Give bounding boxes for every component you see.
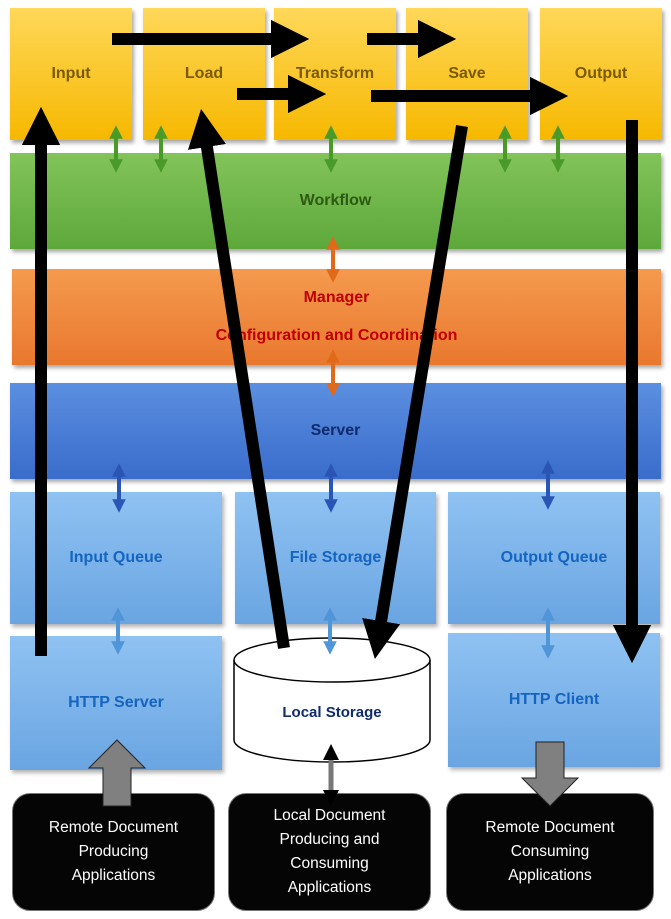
- stage-output-label: Output: [574, 65, 628, 82]
- manager-layer: Manager Configuration and Coordination: [12, 269, 661, 365]
- remote-producing-line-2: Producing: [78, 843, 149, 860]
- stage-save-label: Save: [448, 65, 486, 82]
- service-connectors: [111, 607, 555, 659]
- stage-load-label: Load: [184, 65, 224, 82]
- stage-save: Save: [406, 8, 528, 140]
- local-storage-label: Local Storage: [282, 704, 382, 721]
- local-storage-cylinder: [233, 637, 431, 763]
- remote-consuming-line-1: Remote Document: [485, 819, 615, 836]
- http-client-label: HTTP Client: [508, 691, 600, 708]
- remote-consuming-apps: Remote Document Consuming Applications: [446, 793, 654, 911]
- output-queue-box: Output Queue: [448, 492, 660, 624]
- stage-output: Output: [540, 8, 662, 140]
- local-line-3: Consuming: [290, 855, 369, 872]
- local-line-2: Producing and: [279, 831, 380, 848]
- file-storage-label: File Storage: [289, 549, 382, 566]
- local-apps: Local Document Producing and Consuming A…: [228, 793, 431, 911]
- data-flow-arrows: [21, 19, 652, 664]
- manager-title: Manager: [303, 289, 370, 306]
- remote-producing-apps: Remote Document Producing Applications: [12, 793, 215, 911]
- remote-consuming-line-2: Consuming: [510, 843, 590, 860]
- local-line-1: Local Document: [273, 807, 386, 824]
- stage-workflow-connectors: [109, 125, 565, 173]
- server-label: Server: [310, 422, 361, 439]
- manager-subtitle: Configuration and Coordination: [215, 327, 458, 344]
- http-server-label: HTTP Server: [68, 694, 164, 711]
- remote-producing-line-1: Remote Document: [48, 819, 179, 836]
- remote-producing-up-arrow: [87, 739, 147, 807]
- local-line-4: Applications: [287, 879, 372, 896]
- remote-producing-line-3: Applications: [71, 867, 156, 884]
- remote-consuming-down-arrow: [520, 741, 580, 807]
- stage-input-label: Input: [51, 65, 91, 82]
- remote-consuming-line-3: Applications: [508, 867, 592, 884]
- workflow-label: Workflow: [299, 192, 372, 209]
- server-connectors: [112, 460, 555, 513]
- input-queue-label: Input Queue: [69, 549, 163, 566]
- output-queue-label: Output Queue: [500, 549, 608, 566]
